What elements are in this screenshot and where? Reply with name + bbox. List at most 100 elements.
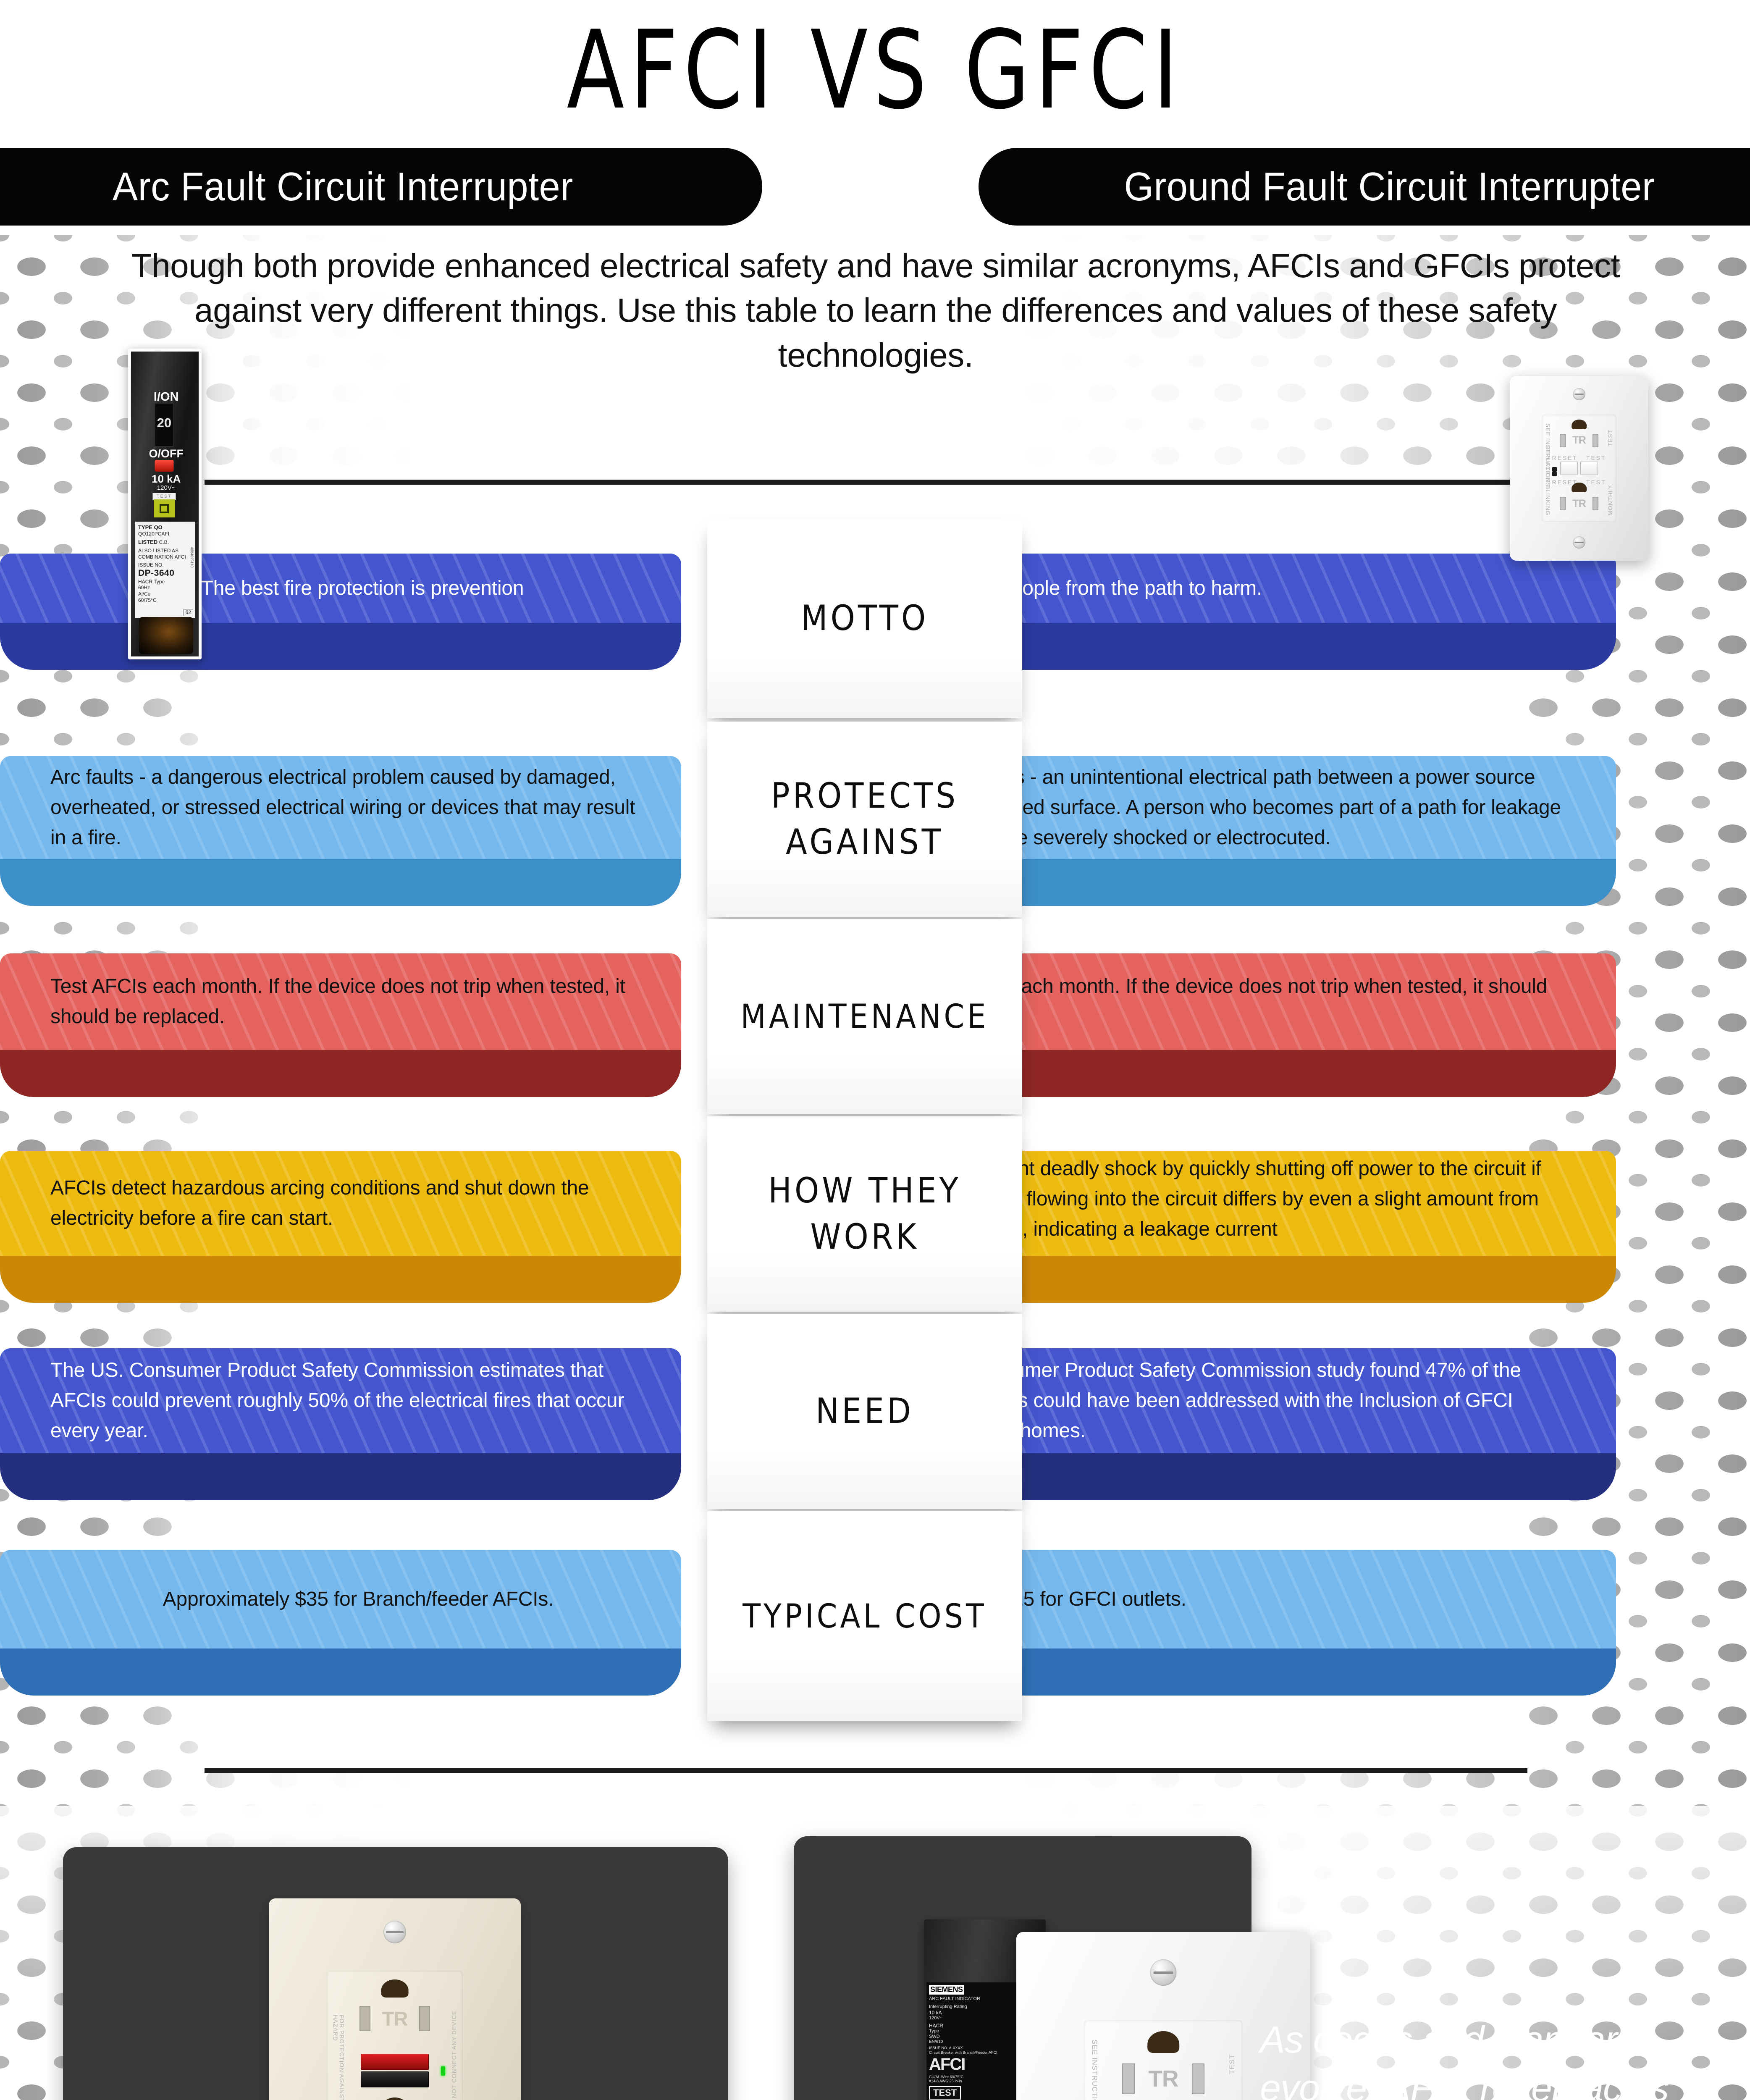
outlet-face: FOR PROTECTION AGAINST ELECTRIC SHOCK HA… [327, 1971, 463, 2100]
bar-shadow-left [0, 859, 681, 906]
breaker-hz: 60Hz [138, 585, 150, 591]
breaker-hacr: HACR Type [138, 578, 165, 585]
breaker-lug [139, 617, 194, 654]
afci-badge: Arc Fault Circuit Interrupter [0, 148, 762, 226]
row-label: TYPICAL COST [743, 1596, 987, 1635]
afci-row-text: The US. Consumer Product Safety Commissi… [50, 1359, 624, 1442]
tr-marking: TR [382, 2008, 408, 2030]
ground-slot [1572, 419, 1587, 429]
bar-shadow-left [0, 1648, 681, 1696]
header-zone: AFCI VS GFCI Arc Fault Circuit Interrupt… [0, 0, 1750, 235]
hot-slot [1559, 497, 1566, 511]
breaker-ul: LISTED [138, 539, 158, 546]
afci-row-text: The best fire protection is prevention [201, 577, 524, 599]
outlet-screw-top [1150, 1959, 1177, 1986]
bar-shadow-left [0, 1256, 681, 1303]
outlet-receptacle-upper: TR [1542, 418, 1616, 455]
row-label: MAINTENANCE [740, 997, 989, 1036]
outlet-test-button[interactable] [1580, 462, 1598, 475]
ground-slot [1147, 2031, 1179, 2053]
breaker-issue: DP-3640 [138, 568, 175, 578]
outlet-reset-button[interactable] [1560, 462, 1578, 475]
ground-slot [381, 2097, 409, 2100]
hot-slot [1559, 433, 1566, 447]
outlet-receptacle-upper: TR [327, 1977, 463, 2046]
afci-row-text: AFCIs detect hazardous arcing conditions… [50, 1177, 589, 1229]
hot-slot [1122, 2063, 1135, 2094]
afci-row-text: Test AFCIs each month. If the device doe… [50, 975, 625, 1028]
afci-row-text: Arc faults - a dangerous electrical prob… [50, 766, 635, 849]
outlet-receptacle-upper: TR [1084, 2027, 1243, 2100]
breaker-catalog: QO120PCAFI [138, 530, 170, 537]
ground-slot [1572, 483, 1587, 493]
ivory-gfci-outlet-photo: FOR PROTECTION AGAINST ELECTRIC SHOCK HA… [269, 1898, 521, 2100]
bar-shadow-left [0, 623, 681, 670]
breaker-cb: C.B. [159, 539, 169, 546]
row-label: MOTTO [800, 598, 929, 638]
siemens-logo: SIEMENS [929, 1985, 964, 1995]
breaker-on-label: I/ON [153, 390, 179, 404]
breaker-serial: 4884025110 [190, 547, 194, 568]
tr-marking: TR [1572, 497, 1586, 509]
neutral-slot [1593, 433, 1599, 447]
outlet-screw-bottom [1573, 536, 1585, 549]
neutral-slot [1593, 497, 1599, 511]
breaker-ka-rating: 10 kA [152, 472, 181, 485]
outlet-screw-top [1573, 388, 1585, 401]
afci-row-text: Approximately $35 for Branch/feeder AFCI… [163, 1588, 554, 1610]
outlet-led-pair [1552, 467, 1557, 476]
row-label-card: MOTTO [707, 519, 1022, 718]
row-label-card: TYPICAL COST [707, 1511, 1022, 1721]
row-label-card: NEED [707, 1314, 1022, 1509]
afci-bar: Approximately $35 for Branch/feeder AFCI… [0, 1550, 681, 1648]
breaker-toggle: 20 [154, 403, 174, 447]
gfci-badge-label: Ground Fault Circuit Interrupter [1124, 164, 1655, 209]
bar-shadow-left [0, 1453, 681, 1500]
row-label: NEED [816, 1391, 914, 1431]
tr-marking: TR [1148, 2065, 1178, 2092]
intro-paragraph: Though both provide enhanced electrical … [131, 247, 1620, 374]
outlet-receptacle-lower: TR [1542, 481, 1616, 519]
outlet-screw-top [383, 1921, 406, 1944]
breaker-box-number: 62 [183, 609, 193, 616]
outlet-status-led [441, 2066, 445, 2076]
afci-bar: The best fire protection is prevention [0, 554, 681, 623]
outlet-face: SEE INSTRUCTIONS REPLACE IF BLINKING TES… [1541, 415, 1617, 522]
outlet-test-button[interactable] [361, 2071, 429, 2088]
breaker-trip-indicator [155, 460, 174, 472]
gfci-badge: Ground Fault Circuit Interrupter [979, 148, 1750, 226]
bar-shadow-left [0, 1050, 681, 1097]
right-quote: As codes and standards evolve, AFCI rece… [1260, 2019, 1669, 2100]
breaker-type: TYPE QO [138, 524, 163, 530]
ground-slot [381, 1979, 409, 1998]
afci-breaker-photo: I/ON 20 O/OFF 10 kA 120V~ TEST TYPE QO Q… [128, 349, 202, 659]
hot-slot [359, 2006, 370, 2032]
breaker-alcu: Al/Cu [138, 591, 151, 597]
breaker-temp: 60/75°C [138, 597, 157, 603]
breaker-also-listed: ALSO LISTED AS COMBINATION AFCI [138, 548, 186, 560]
breaker-test-label: TEST [929, 2086, 961, 2100]
afci-bar: AFCIs detect hazardous arcing conditions… [0, 1151, 681, 1256]
square-d-logo [153, 499, 175, 517]
row-label-card: MAINTENANCE [707, 919, 1022, 1114]
afci-bar: Arc faults - a dangerous electrical prob… [0, 756, 681, 859]
afci-bar: Test AFCIs each month. If the device doe… [0, 953, 681, 1050]
breaker-issue-no-label: ISSUE NO. [138, 562, 164, 568]
afci-bar: The US. Consumer Product Safety Commissi… [0, 1348, 681, 1453]
afci-badge-label: Arc Fault Circuit Interrupter [112, 164, 573, 209]
outlet-reset-button[interactable] [361, 2053, 429, 2070]
breaker-test-strip: TEST [152, 493, 176, 500]
breaker-off-label: O/OFF [149, 447, 184, 460]
neutral-slot [1192, 2063, 1205, 2094]
breaker-voltage: 120V~ [157, 484, 176, 492]
neutral-slot [419, 2006, 430, 2032]
gfci-outlet-photo: SEE INSTRUCTIONS REPLACE IF BLINKING TES… [1510, 376, 1648, 561]
breaker-spec-label: TYPE QO QO120PCAFI LISTED C.B. ALSO LIST… [135, 522, 195, 618]
tr-marking: TR [1572, 434, 1586, 446]
page-title: AFCI VS GFCI [567, 8, 1183, 134]
breaker-amp-rating: 20 [157, 415, 172, 430]
